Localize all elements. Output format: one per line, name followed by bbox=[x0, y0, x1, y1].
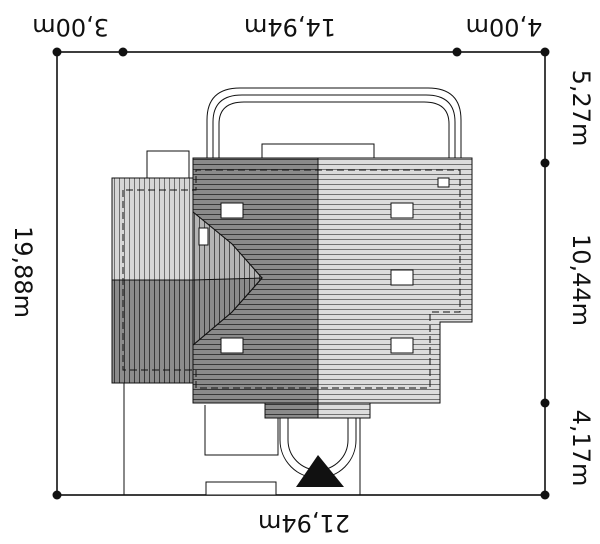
roof-dormer-top bbox=[261, 143, 375, 160]
skylights bbox=[198, 177, 450, 354]
dim-top-middle: 14,94m bbox=[244, 13, 336, 41]
dim-top-left: 3,00m bbox=[32, 13, 109, 41]
dim-right-middle: 10,44m bbox=[567, 234, 595, 326]
dim-right-top: 5,27m bbox=[567, 70, 595, 147]
dim-bottom: 21,94m bbox=[258, 509, 350, 537]
pergola-arch bbox=[206, 87, 462, 160]
left-wing-roof-bottom bbox=[111, 279, 194, 384]
dim-left: 19,88m bbox=[9, 226, 37, 318]
building-footprint-dashed bbox=[122, 169, 461, 389]
hip-gable-lower bbox=[192, 277, 264, 347]
entrance-triangle-icon bbox=[296, 455, 344, 487]
dim-right-bottom: 4,17m bbox=[567, 410, 595, 487]
bottom-overhang-right bbox=[317, 402, 371, 419]
dimension-dots bbox=[52, 47, 550, 500]
dim-top-right: 4,00m bbox=[466, 13, 543, 41]
dimension-lines bbox=[56, 51, 546, 496]
dimension-labels: 3,00m 14,94m 4,00m 21,94m 19,88m 5,27m 1… bbox=[9, 13, 595, 537]
